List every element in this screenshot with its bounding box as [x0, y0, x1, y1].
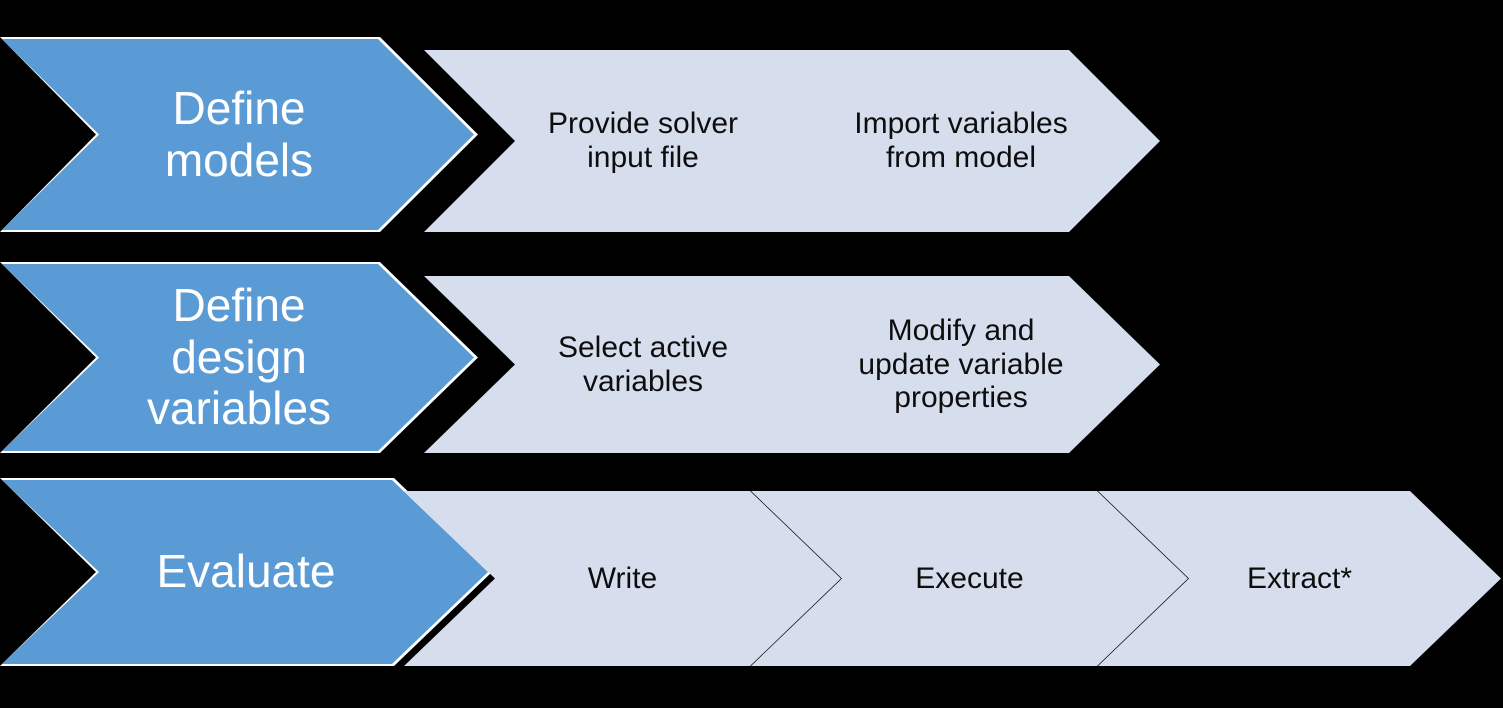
- chevron-import-variables-from-model[interactable]: Import variables from model: [762, 50, 1160, 232]
- chevron-provide-solver-input-file[interactable]: Provide solver input file: [424, 50, 862, 232]
- chevron-label: Modify and update variable properties: [858, 314, 1064, 415]
- chevron-label: Extract*: [1246, 561, 1353, 595]
- chevron-label: Define models: [164, 81, 314, 186]
- process-row-define-design-variables: Define design variables Select active va…: [0, 262, 1503, 453]
- process-row-define-models: Define models Provide solver input file …: [0, 37, 1503, 232]
- chevron-evaluate[interactable]: Evaluate: [0, 478, 492, 666]
- chevron-label: Write: [587, 561, 658, 595]
- chevron-label: Provide solver input file: [547, 107, 739, 174]
- chevron-label: Import variables from model: [854, 107, 1068, 174]
- chevron-label: Evaluate: [156, 545, 336, 598]
- chevron-define-models[interactable]: Define models: [0, 37, 478, 232]
- chevron-label: Execute: [915, 561, 1024, 595]
- chevron-define-design-variables[interactable]: Define design variables: [0, 262, 478, 453]
- process-row-evaluate: Evaluate Write Execute Extract*: [0, 478, 1503, 666]
- chevron-label: Define design variables: [146, 279, 332, 435]
- chevron-label: Select active variables: [557, 330, 729, 398]
